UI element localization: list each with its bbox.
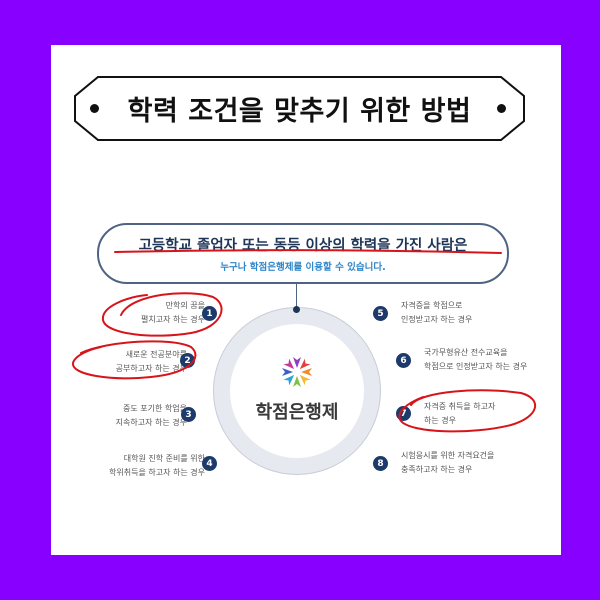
center-ring: 학점은행제 (213, 307, 381, 475)
connector-line (296, 282, 297, 309)
infographic-card: 학력 조건을 맞추기 위한 방법 고등학교 졸업자 또는 동등 이상의 학력을 … (51, 45, 561, 555)
list-item-2: 새로운 전공분야를 공부하고자 하는 경우 (115, 350, 187, 373)
octagon-frame (74, 76, 525, 141)
headline-pill: 고등학교 졸업자 또는 동등 이상의 학력을 가진 사람은 누구나 학점은행제를… (97, 223, 509, 284)
headline-main: 고등학교 졸업자 또는 동등 이상의 학력을 가진 사람은 (138, 238, 468, 254)
number-badge-4: 4 (202, 456, 217, 471)
headline-sub: 누구나 학점은행제를 이용할 수 있습니다. (220, 262, 386, 273)
number-badge-1: 1 (202, 306, 217, 321)
list-item-6: 국가무형유산 전수교육을 학점으로 인정받고자 하는 경우 (424, 348, 528, 371)
list-item-5: 자격증을 학점으로 인정받고자 하는 경우 (401, 301, 473, 324)
number-badge-5: 5 (373, 306, 388, 321)
page-title: 학력 조건을 맞추기 위한 방법 (127, 96, 472, 127)
number-badge-7: 7 (396, 406, 411, 421)
center-label: 학점은행제 (255, 402, 339, 423)
number-badge-3: 3 (181, 407, 196, 422)
bullet-left-icon (90, 104, 99, 113)
flower-logo-icon (282, 357, 312, 387)
number-badge-8: 8 (373, 456, 388, 471)
list-item-3: 중도 포기한 학업을 지속하고자 하는 경우 (115, 404, 187, 427)
connector-dot (293, 306, 300, 313)
number-badge-2: 2 (180, 353, 195, 368)
bullet-right-icon (497, 104, 506, 113)
list-item-1: 만학의 꿈을 펼치고자 하는 경우 (141, 301, 205, 324)
number-badge-6: 6 (396, 353, 411, 368)
list-item-4: 대학원 진학 준비를 위한 학위취득을 하고자 하는 경우 (109, 454, 205, 477)
list-item-7: 자격증 취득을 하고자 하는 경우 (424, 402, 496, 425)
list-item-8: 시험응시를 위한 자격요건을 충족하고자 하는 경우 (401, 451, 495, 474)
title-banner: 학력 조건을 맞추기 위한 방법 (74, 76, 525, 141)
center-disc: 학점은행제 (230, 324, 364, 458)
